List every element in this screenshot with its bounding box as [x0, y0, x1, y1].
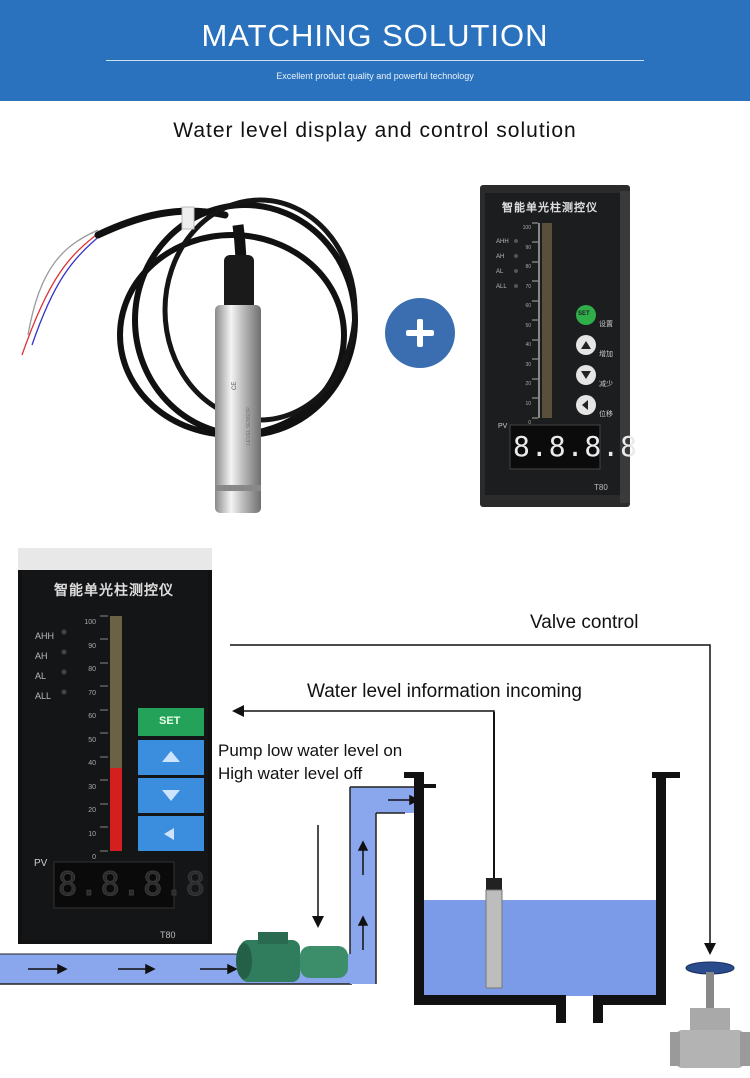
- led-display: 8.8.8.8: [513, 430, 639, 463]
- btn-label-shift: 位移: [599, 411, 613, 418]
- large-alarm-ah: AH: [35, 651, 48, 661]
- water-level-info-label: Water level information incoming: [307, 681, 582, 702]
- btn-label-set: 设置: [599, 321, 613, 328]
- scale-30: 30: [525, 361, 531, 368]
- banner-divider: [106, 60, 644, 61]
- large-scale-labels: 100 90 80 70 60 50 40 30 20 10 0: [78, 611, 96, 870]
- svg-text:CE: CE: [232, 382, 238, 390]
- scale-0: 0: [528, 420, 531, 426]
- scale-10: 10: [525, 400, 531, 407]
- pump-label-line2: High water level off: [218, 764, 363, 783]
- scale-90: 90: [525, 244, 531, 251]
- large-led-display: 8.8.8.8: [58, 865, 207, 904]
- banner-title: MATCHING SOLUTION: [201, 18, 549, 53]
- large-scale-10: 10: [88, 830, 96, 838]
- large-controller-body: [18, 548, 212, 944]
- set-button-label: SET: [578, 311, 590, 317]
- large-scale-50: 50: [88, 736, 96, 744]
- large-controller-title: 智能单光柱测控仪: [54, 582, 174, 598]
- model-label: T80: [594, 483, 608, 492]
- large-model-label: T80: [160, 930, 176, 940]
- button-labels: 设置 增加 减少 位移: [599, 310, 613, 430]
- alarm-ahh: AHH: [496, 239, 509, 245]
- large-scale-60: 60: [88, 713, 96, 720]
- alarm-labels: AHH AH AL ALL: [496, 235, 509, 295]
- large-scale-80: 80: [88, 666, 96, 673]
- scale-70: 70: [525, 283, 531, 290]
- header-banner: MATCHING SOLUTION Excellent product qual…: [0, 0, 750, 101]
- large-scale-90: 90: [88, 642, 96, 650]
- pump-label-line1: Pump low water level on: [218, 741, 403, 760]
- scale-40: 40: [525, 342, 531, 348]
- btn-label-down: 减少: [599, 381, 613, 388]
- large-pv-label: PV: [34, 858, 48, 869]
- controller-body: [480, 185, 630, 507]
- large-scale-20: 20: [88, 807, 96, 814]
- valve-control-label: Valve control: [530, 612, 639, 633]
- large-scale-100: 100: [84, 619, 96, 626]
- svg-text:LEVEL SENSOR: LEVEL SENSOR: [246, 407, 252, 445]
- large-alarm-ahh: AHH: [35, 631, 55, 641]
- controller-title: 智能单光柱测控仪: [502, 202, 598, 214]
- large-scale-30: 30: [88, 783, 96, 791]
- scale-60: 60: [525, 303, 531, 309]
- pv-label: PV: [498, 423, 508, 430]
- large-alarm-labels: AHH AH AL ALL: [35, 626, 54, 706]
- pressure-sensor-image: CE LEVEL SENSOR: [21, 197, 358, 513]
- scale-50: 50: [525, 322, 531, 329]
- large-scale-70: 70: [88, 689, 96, 697]
- alarm-ah: AH: [496, 254, 505, 260]
- alarm-al: AL: [496, 269, 504, 275]
- water-pump: [236, 932, 348, 982]
- scale-80: 80: [525, 264, 531, 270]
- large-scale-40: 40: [88, 760, 96, 767]
- scale-100: 100: [522, 225, 531, 231]
- controller-product: 智能单光柱测控仪 AHH AH AL ALL 100 90 80 70 60 5…: [480, 185, 637, 507]
- plus-icon: [385, 298, 455, 368]
- alarm-all: ALL: [496, 284, 507, 290]
- control-diagram: [0, 644, 750, 1068]
- large-alarm-all: ALL: [35, 691, 52, 701]
- large-scale-0: 0: [92, 854, 96, 861]
- level-controller: 智能单光柱测控仪 AHH AH AL ALL 100 90 80 70 60 5…: [18, 548, 212, 944]
- section-title: Water level display and control solution: [173, 119, 577, 142]
- riser-pipe: [350, 787, 376, 984]
- btn-label-up: 增加: [599, 351, 613, 358]
- gate-valve: [670, 961, 750, 1068]
- tank-water: [420, 900, 660, 996]
- banner-subtitle: Excellent product quality and powerful t…: [276, 71, 474, 81]
- scale-labels: 100 90 80 70 60 50 40 30 20 10 0: [519, 219, 531, 434]
- large-set-label: SET: [159, 715, 181, 727]
- scale-20: 20: [525, 381, 531, 387]
- large-alarm-al: AL: [35, 671, 47, 681]
